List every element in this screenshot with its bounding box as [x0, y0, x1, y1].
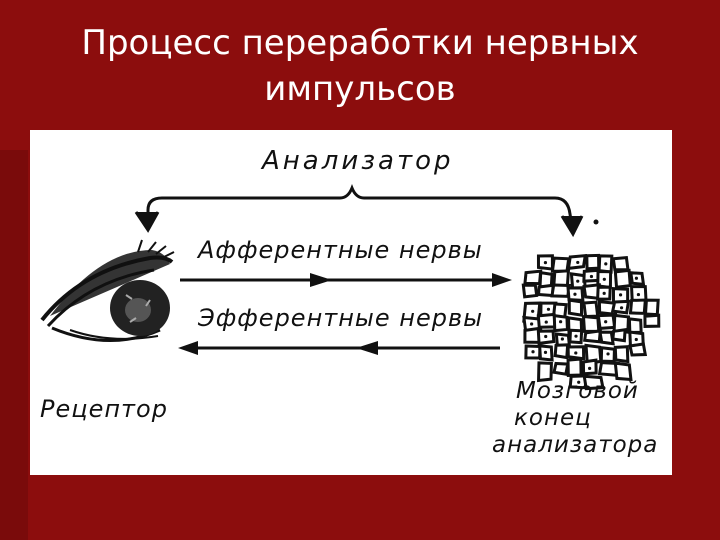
brain-cell — [567, 298, 584, 317]
brain-cell — [553, 343, 570, 360]
brain-end-label-line1: Мозговой — [516, 378, 639, 404]
brain-cell — [613, 268, 632, 289]
brain-cell — [552, 361, 570, 376]
brain-cell — [585, 253, 601, 271]
slide-title-line2: импульсов — [264, 69, 456, 109]
brain-cell-nucleus — [604, 320, 608, 324]
brain-cell — [643, 313, 661, 328]
receptor-label: Рецептор — [40, 395, 168, 423]
slide-left-band — [0, 150, 28, 540]
brain-cells-icon — [521, 253, 661, 391]
slide-title: Процесс переработки нервных импульсов — [0, 20, 720, 112]
brain-cell-nucleus — [543, 350, 548, 354]
brain-cell-nucleus — [602, 291, 606, 295]
brain-cell-nucleus — [530, 322, 534, 326]
brain-cell-nucleus — [588, 366, 592, 371]
efferent-arrow — [178, 341, 500, 355]
brain-cell — [582, 374, 605, 391]
brain-cell — [627, 317, 643, 334]
brain-cell-nucleus — [618, 293, 623, 297]
brain-cell-nucleus — [636, 292, 641, 297]
brain-end-label: Мозговой конец анализатора — [492, 378, 658, 459]
brain-cell-nucleus — [573, 292, 577, 296]
brain-cell-nucleus — [560, 337, 564, 341]
eye-icon — [40, 239, 175, 342]
brain-cell-nucleus — [574, 334, 578, 338]
brain-cell — [611, 328, 627, 343]
slide-title-line1: Процесс переработки нервных — [81, 23, 639, 63]
afferent-arrow — [180, 273, 512, 287]
brain-cell-nucleus — [634, 337, 638, 342]
brain-cell — [566, 357, 583, 377]
brain-cell-nucleus — [576, 279, 580, 283]
brain-cell-nucleus — [531, 309, 535, 313]
brain-cell — [537, 361, 553, 383]
brain-cell-nucleus — [531, 350, 535, 354]
brain-cell — [598, 330, 615, 346]
brain-cell-nucleus — [544, 320, 548, 324]
analyzer-bracket — [134, 183, 584, 238]
brain-end-label-line2: конец — [514, 405, 592, 431]
brain-cell — [583, 329, 602, 344]
brain-cell — [628, 298, 647, 315]
brain-cell — [628, 342, 648, 357]
brain-cell — [523, 269, 543, 286]
analyzer-label: Анализатор — [262, 146, 454, 176]
brain-cell — [613, 345, 630, 364]
diagram-drawing — [40, 183, 661, 391]
analyzer-diagram: Анализатор Афферентные нервы Эфферентные… — [30, 130, 672, 475]
brain-cell-nucleus — [577, 380, 581, 384]
brain-cell-nucleus — [619, 306, 624, 310]
brain-cell-nucleus — [606, 352, 610, 356]
brain-cell-nucleus — [576, 260, 580, 265]
brain-cell — [582, 300, 600, 319]
brain-cell — [613, 361, 633, 382]
brain-cell — [612, 313, 631, 334]
brain-cell-nucleus — [604, 262, 608, 266]
brain-dot — [593, 219, 599, 225]
brain-cell — [550, 256, 571, 273]
brain-end-label-line3: анализатора — [492, 432, 659, 458]
brain-cell-nucleus — [602, 277, 606, 281]
brain-cell — [581, 314, 601, 333]
brain-cell-nucleus — [589, 274, 594, 279]
brain-cell — [611, 256, 630, 272]
brain-cell-nucleus — [559, 320, 563, 324]
brain-cell — [521, 283, 539, 299]
efferent-nerves-label: Эфферентные нервы — [198, 304, 484, 332]
brain-cell-nucleus — [543, 261, 548, 265]
brain-cell-nucleus — [546, 307, 551, 311]
brain-cell — [643, 298, 660, 317]
afferent-nerves-label: Афферентные нервы — [198, 236, 483, 264]
brain-cell-nucleus — [544, 334, 548, 339]
brain-cell-nucleus — [574, 351, 578, 355]
brain-cell-nucleus — [634, 276, 639, 280]
